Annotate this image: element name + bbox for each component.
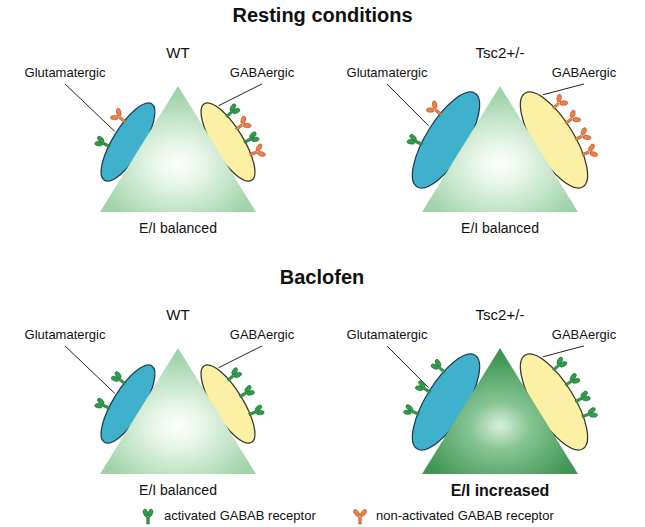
terminal-label: Glutamatergic [347, 66, 428, 81]
legend-text: activated GABAB receptor [164, 508, 316, 523]
terminal-label: Glutamatergic [25, 328, 106, 343]
genotype-label: WT [166, 44, 189, 61]
activated-receptor [142, 509, 153, 524]
activated-receptor [223, 102, 242, 121]
leader-line [543, 84, 584, 95]
activated-receptor [224, 366, 243, 385]
activated-receptor [550, 355, 569, 374]
activated-receptor [405, 132, 424, 149]
legend-item: non-activated GABAB receptor [352, 505, 554, 525]
pyramidal-neuron: E/I balanced [100, 348, 256, 474]
activated-receptor [429, 357, 448, 376]
inactive-receptor [580, 142, 600, 162]
leader-line [387, 346, 428, 388]
inactive-receptor [424, 98, 446, 120]
ei-status: E/I increased [451, 482, 550, 500]
leader-line [543, 346, 584, 357]
legend-item: activated GABAB receptor [140, 505, 316, 525]
neuron-body [100, 348, 256, 474]
activated-receptor [402, 403, 421, 419]
activated-receptor [573, 389, 592, 406]
legend-text: non-activated GABAB receptor [376, 508, 554, 523]
inactive-receptor [352, 508, 367, 524]
leader-line [65, 346, 115, 393]
inactive-receptor [232, 114, 253, 135]
activated-receptor [581, 405, 599, 421]
leader-line [387, 84, 428, 126]
activated-receptor [93, 135, 112, 152]
inactive-receptor [247, 142, 267, 162]
terminal-label: GABAergic [230, 66, 294, 81]
section-heading: Baclofen [280, 266, 364, 289]
leader-line [218, 346, 262, 368]
genotype-label: WT [166, 306, 189, 323]
terminal-label: Glutamatergic [25, 66, 106, 81]
terminal-label: GABAergic [552, 66, 616, 81]
section-heading: Resting conditions [0, 4, 645, 27]
genotype-label: Tsc2+/- [476, 44, 525, 61]
leader-lines [65, 84, 584, 393]
pyramidal-neuron: E/I balanced [100, 86, 256, 212]
neuron-body [422, 348, 578, 474]
legend-swatch [352, 505, 368, 525]
neuron-shape [100, 348, 256, 474]
terminal-label: GABAergic [230, 328, 294, 343]
pyramidal-neuron: E/I balanced [422, 86, 578, 212]
inactive-receptor [572, 125, 593, 146]
activated-receptor [413, 378, 432, 396]
leader-line [218, 84, 262, 106]
inactive-receptor [549, 92, 571, 114]
neuron-shape [100, 86, 256, 212]
genotype-label: Tsc2+/- [476, 306, 525, 323]
activated-receptor [247, 404, 266, 420]
activated-receptor [93, 397, 112, 414]
activated-receptor [109, 370, 128, 389]
neuron-shape [422, 348, 578, 474]
legend-swatch [140, 505, 156, 525]
activated-receptor [242, 130, 261, 147]
inactive-receptor [562, 108, 583, 129]
neuron-body [100, 86, 256, 212]
activated-receptor [563, 371, 582, 389]
neuron-body [422, 86, 578, 212]
ei-status: E/I balanced [139, 482, 217, 498]
inactive-receptor [108, 106, 130, 128]
ei-status: E/I balanced [461, 220, 539, 236]
terminal-label: GABAergic [552, 328, 616, 343]
leader-line [65, 84, 115, 131]
ei-status: E/I balanced [139, 220, 217, 236]
neuron-shape [422, 86, 578, 212]
activated-receptor [237, 384, 256, 402]
terminal-label: Glutamatergic [347, 328, 428, 343]
pyramidal-neuron: E/I increased [422, 348, 578, 474]
